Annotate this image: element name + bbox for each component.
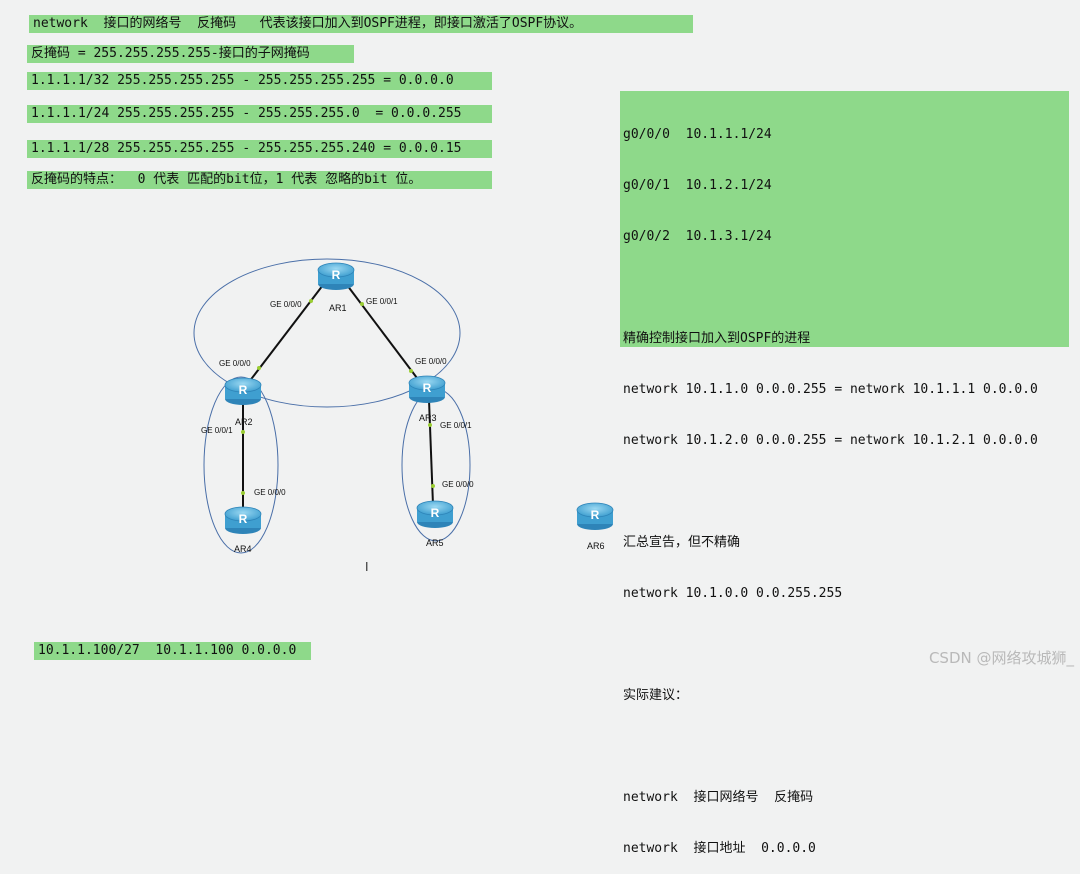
note-example-28: 1.1.1.1/28 255.255.255.255 - 255.255.255… (27, 140, 492, 158)
panel-summary-1: network 10.1.0.0 0.0.255.255 (623, 586, 843, 601)
panel-precise-1: network 10.1.1.0 0.0.0.255 = network 10.… (623, 382, 1038, 397)
text-cursor-icon: I (365, 560, 369, 574)
panel-precise-title: 精确控制接口加入到OSPF的进程 (623, 331, 811, 346)
note-network-definition: network 接口的网络号 反掩码 代表该接口加入到OSPF进程，即接口激活了… (29, 15, 693, 33)
panel-advice-2: network 接口地址 0.0.0.0 (623, 841, 816, 856)
area-ellipse-left (203, 376, 279, 554)
port-label-ar3-ge000: GE 0/0/0 (415, 357, 447, 366)
router-icon-ar4[interactable] (224, 506, 262, 535)
router-name-ar5: AR5 (426, 538, 444, 548)
router-icon-ar1[interactable] (317, 262, 355, 291)
router-name-ar3: AR3 (419, 413, 437, 423)
note-wildcard-feature: 反掩码的特点： 0 代表 匹配的bit位，1 代表 忽略的bit 位。 (27, 171, 492, 189)
panel-if2: g0/0/1 10.1.2.1/24 (623, 178, 772, 193)
note-bottom-example: 10.1.1.100/27 10.1.1.100 0.0.0.0 (34, 642, 311, 660)
port-label-ar2-ge001: GE 0/0/1 (201, 426, 233, 435)
note-example-24: 1.1.1.1/24 255.255.255.255 - 255.255.255… (27, 105, 492, 123)
port-label-ar1-ge000: GE 0/0/0 (270, 300, 302, 309)
link-ar1-ar3 (346, 284, 421, 383)
note-example-32: 1.1.1.1/32 255.255.255.255 - 255.255.255… (27, 72, 492, 90)
router-icon-ar3[interactable] (408, 375, 446, 404)
router-icon-ar6[interactable] (576, 502, 614, 531)
port-label-ar1-ge001: GE 0/0/1 (366, 297, 398, 306)
port-label-ar5-ge000: GE 0/0/0 (442, 480, 474, 489)
router-name-ar1: AR1 (329, 303, 347, 313)
port-label-ar4-ge000: GE 0/0/0 (254, 488, 286, 497)
panel-if1: g0/0/0 10.1.1.1/24 (623, 127, 772, 142)
port-label-ar2-ge000: GE 0/0/0 (219, 359, 251, 368)
area-ellipse-top (193, 258, 461, 408)
note-wildcard-formula: 反掩码 = 255.255.255.255-接口的子网掩码 (27, 45, 354, 63)
router-name-ar6: AR6 (587, 541, 605, 551)
panel-if3: g0/0/2 10.1.3.1/24 (623, 229, 772, 244)
panel-advice-title: 实际建议： (623, 688, 689, 703)
router-name-ar4: AR4 (234, 544, 252, 554)
port-label-ar3-ge001: GE 0/0/1 (440, 421, 472, 430)
watermark: CSDN @网络攻城狮_ (928, 649, 1074, 667)
router-icon-ar2[interactable] (224, 377, 262, 406)
panel-advice-1: network 接口网络号 反掩码 (623, 790, 814, 805)
panel-precise-2: network 10.1.2.0 0.0.0.255 = network 10.… (623, 433, 1038, 448)
network-topology: R GE 0/0/0 GE 0/0/1 GE 0/0/0 GE 0/0/0 GE… (193, 258, 614, 554)
router-name-ar2: AR2 (235, 417, 253, 427)
panel-summary-title: 汇总宣告，但不精确 (623, 535, 741, 550)
router-icon-ar5[interactable] (416, 500, 454, 529)
